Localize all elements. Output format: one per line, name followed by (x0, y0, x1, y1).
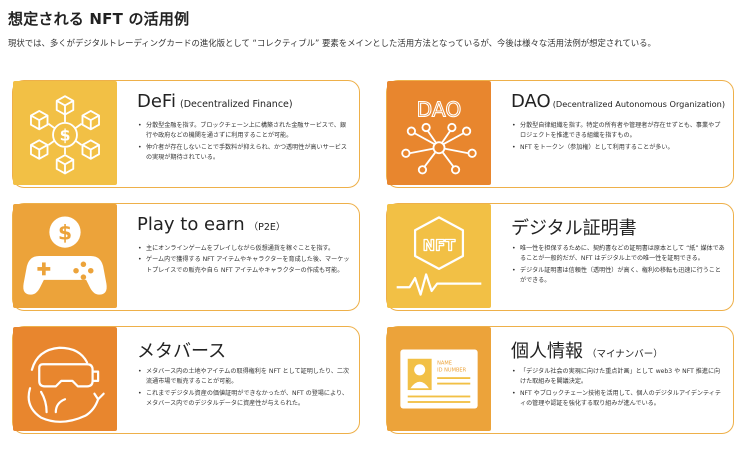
game-controller-icon: $ (23, 216, 107, 295)
tile-metaverse (13, 327, 117, 431)
card-title: メタバース (137, 341, 227, 362)
list-item: メタバース内の土地やアイテムの取得権利を NFT として証明したり、二次流通市場… (137, 367, 351, 388)
list-item: 仲介者が存在しないことで手数料が抑えられ、かつ透明性が高いサービスの実現が期待さ… (137, 143, 351, 164)
svg-text:$: $ (60, 125, 71, 144)
svg-text:NAME: NAME (437, 360, 452, 366)
tile-defi: $ (13, 81, 117, 185)
bullet-list: 分散型自律組織を指す。特定の所有者や管理者が存在せずとも、事業やプロジェクトを推… (511, 121, 725, 154)
tile-play-to-earn: $ (13, 204, 117, 308)
bullet-list: 主にオンラインゲームをプレイしながら仮想通貨を稼ぐことを指す。 ゲーム内で獲得す… (137, 244, 351, 277)
svg-text:DAO: DAO (417, 97, 462, 121)
tile-dao: DAO (387, 81, 491, 185)
vr-headset-icon (27, 346, 105, 423)
list-item: NFT やブロックチェーン技術を活用して、個人のデジタルアイデンティティの管理や… (511, 389, 725, 410)
bullet-list: メタバース内の土地やアイテムの取得権利を NFT として証明したり、二次流通市場… (137, 367, 351, 411)
list-item: デジタル証明書は信頼性（透明性）が高く、権利の移転も迅速に行うことができる。 (511, 266, 725, 287)
card-title: DeFi(Decentralized Finance) (137, 91, 293, 112)
list-item: NFT をトークン（参加権）として利用することが多い。 (511, 143, 725, 154)
card-play-to-earn: $ Play to earn（P2E） 主にオンラインゲームをプレイしながら仮想… (12, 203, 360, 311)
svg-text:$: $ (58, 220, 72, 244)
svg-text:ID NUMBER: ID NUMBER (437, 368, 466, 374)
page-title: 想定される NFT の活用例 (8, 10, 190, 28)
card-defi: $ DeFi(Decentralized Finance) 分散型金融を指す。ブ… (12, 80, 360, 188)
tile-digital-certificate: NFT (387, 204, 491, 308)
list-item: 「デジタル社会の実現に向けた重点計画」として web3 や NFT 推進に向けた… (511, 367, 725, 388)
bullet-list: 分散型金融を指す。ブロックチェーン上に構築された金融サービスで、銀行や政府などの… (137, 121, 351, 165)
nft-badge-icon: NFT (396, 216, 482, 296)
card-title: Play to earn（P2E） (137, 214, 286, 235)
card-metaverse: メタバース メタバース内の土地やアイテムの取得権利を NFT として証明したり、… (12, 326, 360, 434)
card-title: 個人情報（マイナンバー） (511, 341, 663, 362)
card-title: DAO(Decentralized Autonomous Organizatio… (511, 91, 726, 112)
page-subtitle: 現状では、多くがデジタルトレーディングカードの進化版として “コレクティブル” … (8, 38, 656, 48)
card-title: デジタル証明書 (511, 218, 637, 239)
coin-network-icon: $ (30, 95, 100, 175)
list-item: ゲーム内で獲得する NFT アイテムやキャラクターを育成した後、マーケットプレイ… (137, 255, 351, 276)
tile-personal-info: NAME ID NUMBER (387, 327, 491, 431)
svg-text:NFT: NFT (423, 237, 455, 254)
list-item: これまでデジタル資産の価値証明ができなかったが、NFT の登場により、メタバース… (137, 389, 351, 410)
id-card-icon: NAME ID NUMBER (400, 349, 478, 409)
dao-network-icon: DAO (401, 97, 477, 175)
card-dao: DAO DAO(Decentralized Autonomous Organiz… (386, 80, 734, 188)
card-digital-certificate: NFT デジタル証明書 唯一性を担保するために、契約書などの証明書は原本として … (386, 203, 734, 311)
list-item: 唯一性を担保するために、契約書などの証明書は原本として “紙” 媒体であることが… (511, 244, 725, 265)
card-personal-info: NAME ID NUMBER 個人情報（マイナンバー） 「デジタル社会の実現に向… (386, 326, 734, 434)
list-item: 分散型自律組織を指す。特定の所有者や管理者が存在せずとも、事業やプロジェクトを推… (511, 121, 725, 142)
bullet-list: 唯一性を担保するために、契約書などの証明書は原本として “紙” 媒体であることが… (511, 244, 725, 288)
bullet-list: 「デジタル社会の実現に向けた重点計画」として web3 や NFT 推進に向けた… (511, 367, 725, 411)
list-item: 分散型金融を指す。ブロックチェーン上に構築された金融サービスで、銀行や政府などの… (137, 121, 351, 142)
list-item: 主にオンラインゲームをプレイしながら仮想通貨を稼ぐことを指す。 (137, 244, 351, 255)
